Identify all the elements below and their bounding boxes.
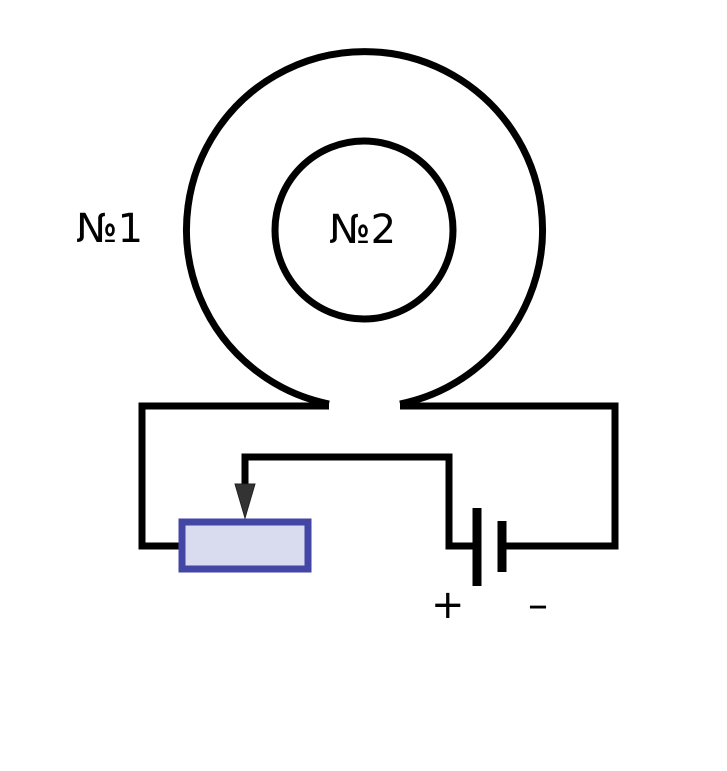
rheostat-slider-arrow [234,483,256,520]
coil-1-loop [183,48,546,408]
wire-left [138,402,329,550]
coil-2-label: №2 [329,207,396,253]
coil-2-ring [271,137,457,323]
rheostat [178,518,312,573]
wire-right [400,402,619,550]
coil-1-label: №1 [76,206,143,252]
wire-slider [241,453,477,550]
battery-minus-sign: – [528,582,548,628]
battery-plus-sign: + [431,582,465,628]
